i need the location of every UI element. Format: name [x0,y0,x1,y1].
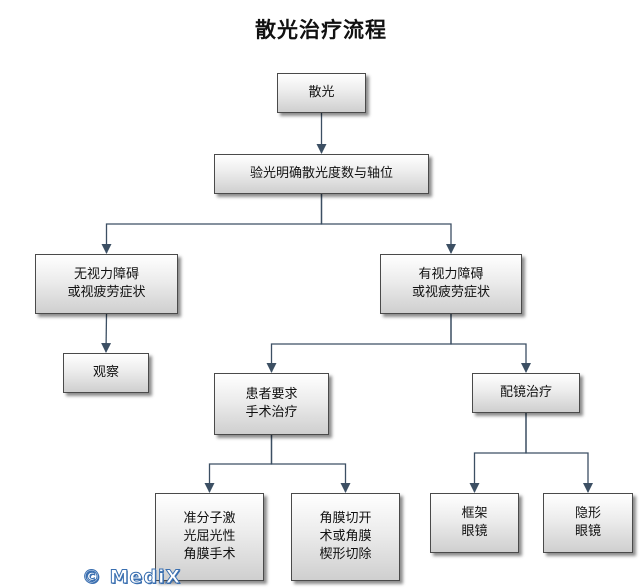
connector-with-symptoms-to-glasses-treatment [450,314,531,373]
connector-surgery-request-to-corneal-incision [270,435,351,493]
watermark-logo: © MediX [81,566,182,588]
connector-surgery-request-to-excimer-laser [204,435,273,493]
connector-glasses-treatment-to-contact-lens [525,413,593,493]
node-with-symptoms: 有视力障碍 或视疲劳症状 [380,254,522,314]
connector-examination-to-no-symptoms [101,194,323,254]
node-surgery-request: 患者要求 手术治疗 [214,373,329,435]
node-glasses-treatment: 配镜治疗 [472,373,580,413]
node-contact-lens: 隐形 眼镜 [543,493,633,553]
node-astigmatism: 散光 [277,73,366,113]
node-corneal-incision: 角膜切开 术或角膜 楔形切除 [291,493,400,581]
node-frame-glasses: 框架 眼镜 [430,493,519,553]
node-no-symptoms: 无视力障碍 或视疲劳症状 [35,254,178,314]
diagram-title: 散光治疗流程 [255,18,387,42]
node-excimer-laser-surgery: 准分子激 光屈光性 角膜手术 [155,493,264,581]
connector-no-symptoms-to-observation [101,313,112,353]
connector-glasses-treatment-to-frame-glasses [469,413,527,493]
node-refraction-examination: 验光明确散光度数与轴位 [214,154,429,194]
connector-with-symptoms-to-surgery-request [266,314,452,373]
node-observation: 观察 [63,353,149,393]
connector-examination-to-with-symptoms [320,194,456,254]
